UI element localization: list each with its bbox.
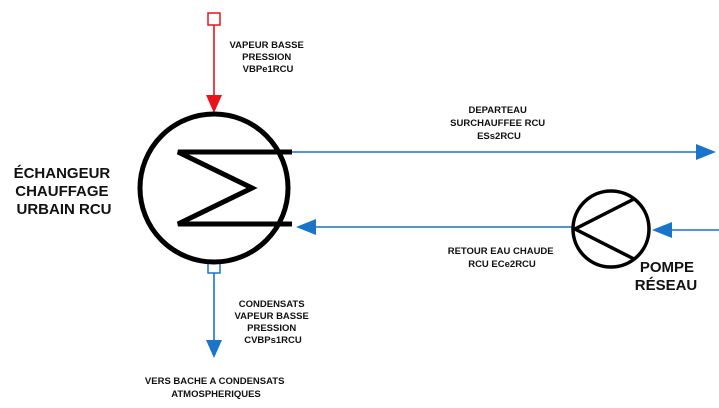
return-line [296, 219, 572, 235]
pump-label: POMPE RÉSEAU [635, 259, 698, 294]
condensate-outlet-label: CONDENSATS VAPEUR BASSE PRESSION CVBPs1R… [235, 299, 312, 346]
supply-outlet-line [292, 144, 716, 160]
supply-outlet-label: DEPARTEAU SURCHAUFFEE RCU ESs2RCU [450, 105, 548, 142]
steam-inlet-line [206, 12, 222, 113]
steam-inlet-arrowhead [206, 95, 222, 113]
steam-inlet-label: VAPEUR BASSE PRESSION VBPe1RCU [230, 40, 307, 75]
network-pump-symbol [571, 189, 651, 269]
return-arrowhead [296, 219, 316, 235]
exchanger-label: ÉCHANGEUR CHAUFFAGE URBAIN RCU [14, 165, 115, 218]
exchanger-coil [176, 149, 292, 227]
condensate-destination-label: VERS BACHE A CONDENSATS ATMOSPHERIQUES [145, 376, 287, 400]
network-inlet-line [652, 222, 719, 238]
supply-outlet-arrowhead [696, 144, 716, 160]
heat-exchanger-symbol [137, 111, 292, 265]
condensate-outlet-line [206, 260, 222, 358]
pump-chevron [571, 197, 635, 261]
network-inlet-arrowhead [652, 222, 672, 238]
return-inlet-label: RETOUR EAU CHAUDE RCU ECe2RCU [448, 246, 557, 270]
condensate-outlet-arrowhead [206, 340, 222, 358]
steam-inlet-port [207, 12, 221, 26]
